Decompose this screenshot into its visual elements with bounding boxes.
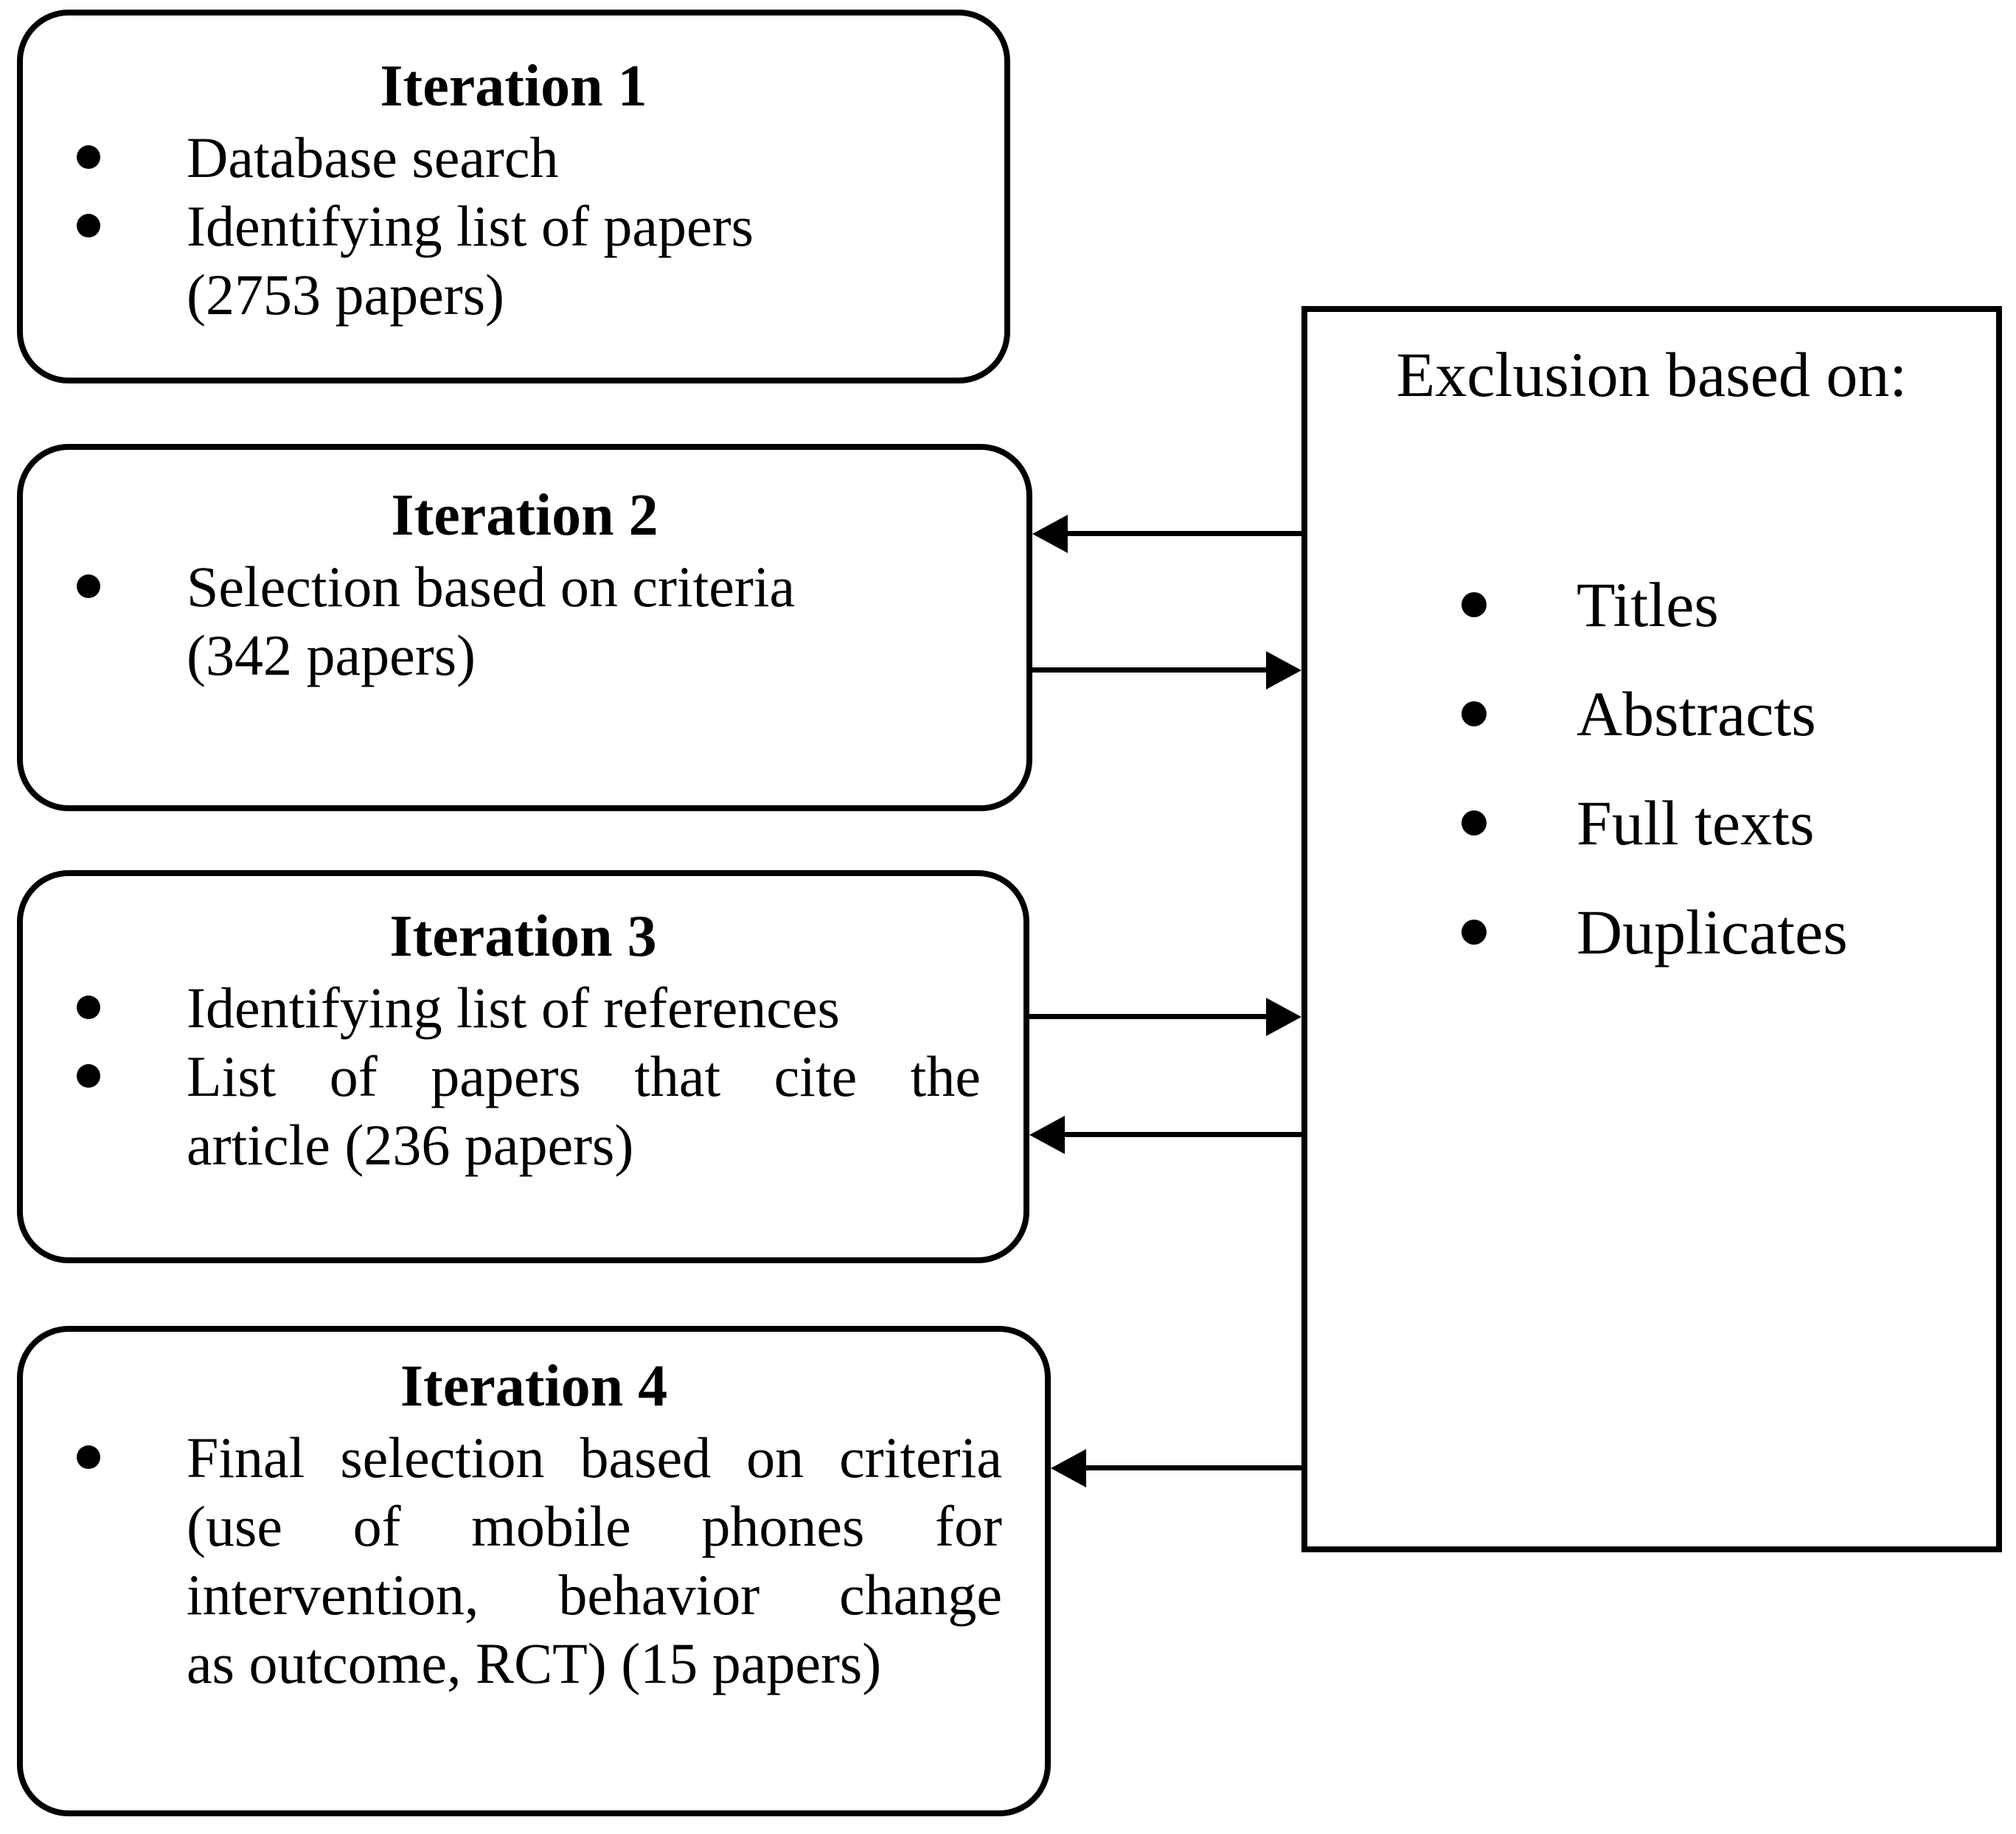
bullet-icon bbox=[77, 996, 100, 1019]
bullet-text: Abstracts bbox=[1577, 678, 1816, 749]
arrow-iteration-3-to-exclusion bbox=[1029, 998, 1301, 1036]
exclusion-bullet-list: Titles Abstracts Full texts Duplicates bbox=[1307, 550, 1996, 987]
list-item: Selection based on criteria(342 papers) bbox=[23, 552, 1026, 690]
bullet-text: Selection based on criteria(342 papers) bbox=[187, 555, 796, 687]
bullet-text: Identifying list of references bbox=[187, 976, 840, 1040]
list-item: Abstracts bbox=[1307, 659, 1996, 768]
bullet-text: Full texts bbox=[1577, 788, 1815, 858]
bullet-list: Database search Identifying list of pape… bbox=[23, 123, 1004, 329]
bullet-icon bbox=[1461, 701, 1487, 726]
bullet-text: Duplicates bbox=[1577, 897, 1848, 968]
list-item: Database search bbox=[23, 123, 1004, 192]
bullet-icon bbox=[77, 1064, 100, 1088]
list-item: Full texts bbox=[1307, 768, 1996, 878]
flow-step-iteration-3: Iteration 3 Identifying list of referenc… bbox=[17, 870, 1029, 1263]
bullet-icon bbox=[77, 214, 100, 237]
bullet-icon bbox=[1461, 810, 1487, 836]
flow-step-iteration-2: Iteration 2 Selection based on criteria(… bbox=[17, 444, 1032, 811]
bullet-icon bbox=[77, 145, 100, 169]
box-title: Iteration 4 bbox=[400, 1354, 668, 1419]
bullet-icon bbox=[1461, 592, 1487, 617]
bullet-text: Database search bbox=[187, 125, 559, 190]
bullet-text: Identifying list of papers(2753 papers) bbox=[187, 194, 754, 327]
bullet-icon bbox=[1461, 920, 1487, 945]
list-item: Identifying list of references bbox=[23, 973, 1023, 1042]
box-title: Iteration 2 bbox=[391, 483, 658, 548]
flow-step-iteration-1: Iteration 1 Database search Identifying … bbox=[17, 10, 1010, 383]
arrow-exclusion-to-iteration-4 bbox=[1051, 1449, 1301, 1487]
list-item: Duplicates bbox=[1307, 878, 1996, 987]
arrow-exclusion-to-iteration-3 bbox=[1029, 1116, 1301, 1154]
exclusion-title: Exclusion based on: bbox=[1396, 339, 1908, 410]
bullet-list: Selection based on criteria(342 papers) bbox=[23, 552, 1026, 690]
arrow-iteration-2-to-exclusion bbox=[1032, 651, 1301, 690]
bullet-text: Titles bbox=[1577, 569, 1719, 640]
exclusion-box: Exclusion based on: Titles Abstracts Ful… bbox=[1301, 306, 2002, 1552]
arrow-exclusion-to-iteration-2 bbox=[1032, 515, 1301, 553]
list-item: Titles bbox=[1307, 550, 1996, 659]
bullet-icon bbox=[77, 574, 100, 598]
box-title: Iteration 3 bbox=[389, 904, 657, 969]
box-title: Iteration 1 bbox=[380, 54, 647, 119]
list-item: Identifying list of papers(2753 papers) bbox=[23, 192, 1004, 329]
bullet-icon bbox=[77, 1445, 100, 1469]
